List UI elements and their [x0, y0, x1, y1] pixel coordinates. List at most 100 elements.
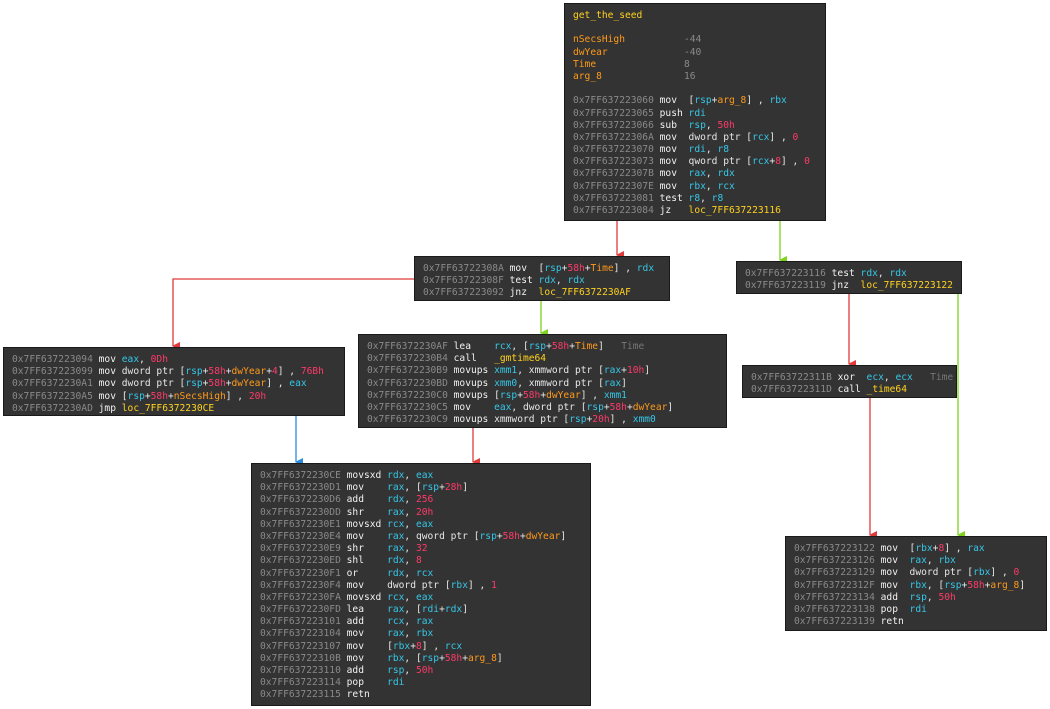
- edge-b1-b2-false: [172, 278, 415, 350]
- instruction-row[interactable]: 0x7FF63722312F mov rbx, [rsp+58h+arg_8]: [794, 580, 1038, 592]
- instruction-row[interactable]: 0x7FF637223092 jnz loc_7FF6372230AF: [423, 287, 661, 299]
- instruction-row[interactable]: 0x7FF637223116 test rdx, rdx: [745, 268, 953, 280]
- operand-pl: +: [603, 401, 610, 413]
- instruction-mnemonic: pop: [880, 603, 904, 615]
- operand-reg: xmm1: [494, 365, 518, 377]
- operand-reg: rsp: [694, 95, 712, 107]
- instruction-row[interactable]: 0x7FF637223129 mov dword ptr [rbx] , 0: [794, 567, 1038, 579]
- instruction-row[interactable]: 0x7FF637223126 mov rax, rbx: [794, 555, 1038, 567]
- operand-num: 8: [938, 543, 945, 554]
- operand-reg: rcx: [717, 180, 735, 192]
- instruction-row[interactable]: 0x7FF6372230B9 movups xmm1, xmmword ptr …: [367, 365, 718, 377]
- instruction-address: 0x7FF637223099: [12, 366, 93, 378]
- instruction-row[interactable]: 0x7FF6372230C9 movups xmmword ptr [rsp+2…: [367, 414, 718, 426]
- instruction-row[interactable]: 0x7FF6372230E1 movsxd rcx, eax: [260, 519, 582, 531]
- instruction-row[interactable]: 0x7FF6372230D1 mov rax, [rsp+28h]: [260, 482, 582, 494]
- instruction-mnemonic: jnz: [509, 287, 533, 299]
- instruction-row[interactable]: 0x7FF6372230D6 add rdx, 256: [260, 494, 582, 506]
- instruction-row[interactable]: 0x7FF6372230B4 call _gmtime64: [367, 353, 718, 365]
- operand-reg: ecx: [866, 372, 884, 383]
- instruction-row[interactable]: 0x7FF63722310B mov rbx, [rsp+58h+arg_8]: [260, 653, 582, 665]
- instruction-row[interactable]: 0x7FF637223101 add rcx, rax: [260, 616, 582, 628]
- instruction-row[interactable]: 0x7FF6372230FA movsxd rcx, eax: [260, 592, 582, 604]
- instruction-row[interactable]: 0x7FF637223139 retn: [794, 616, 1038, 628]
- operand-pl: ] ,: [746, 95, 770, 107]
- instruction-row[interactable]: 0x7FF637223073 mov qword ptr [rcx+8] , 0: [573, 156, 817, 168]
- instruction-row[interactable]: 0x7FF63722306A mov dword ptr [rcx] , 0: [573, 132, 817, 144]
- operand-pl: +: [711, 95, 718, 107]
- instruction-row[interactable]: 0x7FF63722307E mov rbx, rcx: [573, 181, 817, 193]
- operand-pl: ,: [404, 518, 416, 530]
- instruction-row[interactable]: 0x7FF63722311B xor ecx, ecx Time: [751, 372, 953, 384]
- instruction-row[interactable]: 0x7FF6372230E9 shr rax, 32: [260, 543, 582, 555]
- operand-num: 0: [792, 131, 799, 143]
- instruction-row[interactable]: 0x7FF637223060 mov [rsp+arg_8] , rbx: [573, 95, 817, 107]
- instruction-address: 0x7FF6372230E4: [260, 530, 341, 542]
- instruction-row[interactable]: 0x7FF6372230C0 movups [rsp+58h+dwYear] ,…: [367, 390, 718, 402]
- instruction-address: 0x7FF637223060: [573, 95, 654, 107]
- instruction-row[interactable]: 0x7FF6372230E4 mov rax, qword ptr [rsp+5…: [260, 531, 582, 543]
- instruction-row[interactable]: 0x7FF6372230A1 mov dword ptr [rsp+58h+dw…: [12, 378, 336, 390]
- instruction-row[interactable]: 0x7FF637223084 jz loc_7FF637223116: [573, 205, 817, 217]
- operand-pl: ,: [404, 616, 416, 628]
- instruction-row[interactable]: 0x7FF637223104 mov rax, rbx: [260, 628, 582, 640]
- instruction-row[interactable]: 0x7FF63722308A mov [rsp+58h+Time] , rdx: [423, 263, 661, 275]
- operand-num: 0: [804, 156, 810, 168]
- instruction-row[interactable]: 0x7FF6372230F4 mov dword ptr [rbx] , 1: [260, 580, 582, 592]
- instruction-row[interactable]: 0x7FF637223119 jnz loc_7FF637223122: [745, 280, 953, 292]
- instruction-row[interactable]: 0x7FF6372230C5 mov eax, dword ptr [rsp+5…: [367, 402, 718, 414]
- instruction-row[interactable]: 0x7FF637223065 push rdi: [573, 108, 817, 120]
- instruction-row[interactable]: 0x7FF63722308F test rdx, rdx: [423, 275, 661, 287]
- instruction-row[interactable]: 0x7FF637223070 mov rdi, r8: [573, 144, 817, 156]
- instruction-address: 0x7FF637223126: [794, 555, 875, 567]
- operand-reg: rax: [387, 482, 405, 494]
- instruction-row[interactable]: 0x7FF63722311D call _time64: [751, 384, 948, 396]
- operand-reg: rbx: [909, 579, 927, 591]
- instruction-row[interactable]: 0x7FF6372230DD shr rax, 20h: [260, 507, 582, 519]
- instruction-row[interactable]: 0x7FF6372230FD lea rax, [rdi+rdx]: [260, 604, 582, 616]
- instruction-row[interactable]: 0x7FF63722307B mov rax, rdx: [573, 168, 817, 180]
- block-30af[interactable]: 0x7FF6372230AF lea rcx, [rsp+58h+Time] T…: [358, 334, 727, 428]
- instruction-row[interactable]: 0x7FF6372230AD jmp loc_7FF6372230CE: [12, 403, 336, 415]
- instruction-mnemonic: test: [831, 268, 855, 279]
- instruction-row[interactable]: 0x7FF637223099 mov dword ptr [rsp+58h+dw…: [12, 366, 336, 378]
- stack-var-offset: 8: [684, 58, 690, 70]
- operand-pl: +: [626, 401, 633, 413]
- instruction-row[interactable]: 0x7FF637223081 test r8, r8: [573, 193, 817, 205]
- operand-reg: rdx: [889, 268, 907, 279]
- instruction-row[interactable]: 0x7FF637223122 mov [rbx+8] , rax: [794, 543, 1038, 555]
- instruction-row[interactable]: 0x7FF6372230A5 mov [rsp+58h+nSecsHigh] ,…: [12, 391, 336, 403]
- instruction-row[interactable]: 0x7FF6372230AF lea rcx, [rsp+58h+Time] T…: [367, 341, 718, 353]
- operand-pl: ,: [404, 555, 416, 567]
- instruction-mnemonic: mov: [880, 579, 904, 591]
- instruction-row[interactable]: 0x7FF637223107 mov [rbx+8] , rcx: [260, 641, 582, 653]
- instruction-row[interactable]: 0x7FF637223134 add rsp, 50h: [794, 592, 1038, 604]
- operand-pl: +: [266, 366, 272, 378]
- instruction-row[interactable]: 0x7FF6372230F1 or rdx, rcx: [260, 568, 582, 580]
- instruction-row[interactable]: 0x7FF637223115 retn: [260, 689, 582, 701]
- instruction-row[interactable]: 0x7FF6372230CE movsxd rdx, eax: [260, 470, 582, 482]
- instruction-row[interactable]: 0x7FF637223114 pop rdi: [260, 677, 582, 689]
- operand-pl: +: [769, 156, 776, 168]
- instruction-row[interactable]: 0x7FF637223138 pop rdi: [794, 604, 1038, 616]
- instruction-address: 0x7FF63722308F: [423, 275, 504, 287]
- operand-pl: dword ptr [: [688, 131, 753, 143]
- instruction-row[interactable]: 0x7FF637223066 sub rsp, 50h: [573, 120, 817, 132]
- operand-reg: rax: [967, 543, 985, 554]
- instruction-row[interactable]: 0x7FF637223110 add rsp, 50h: [260, 665, 582, 677]
- instruction-row[interactable]: 0x7FF6372230ED shl rdx, 8: [260, 555, 582, 567]
- instruction-row[interactable]: 0x7FF6372230BD movups xmm0, xmmword ptr …: [367, 378, 718, 390]
- operand-num: 8: [415, 640, 422, 652]
- operand-reg: rcx: [387, 616, 405, 628]
- operand-reg: rdx: [387, 470, 405, 481]
- operand-pl: ]: [621, 377, 627, 389]
- instruction-row[interactable]: 0x7FF637223094 mov eax, 0Dh: [12, 354, 336, 366]
